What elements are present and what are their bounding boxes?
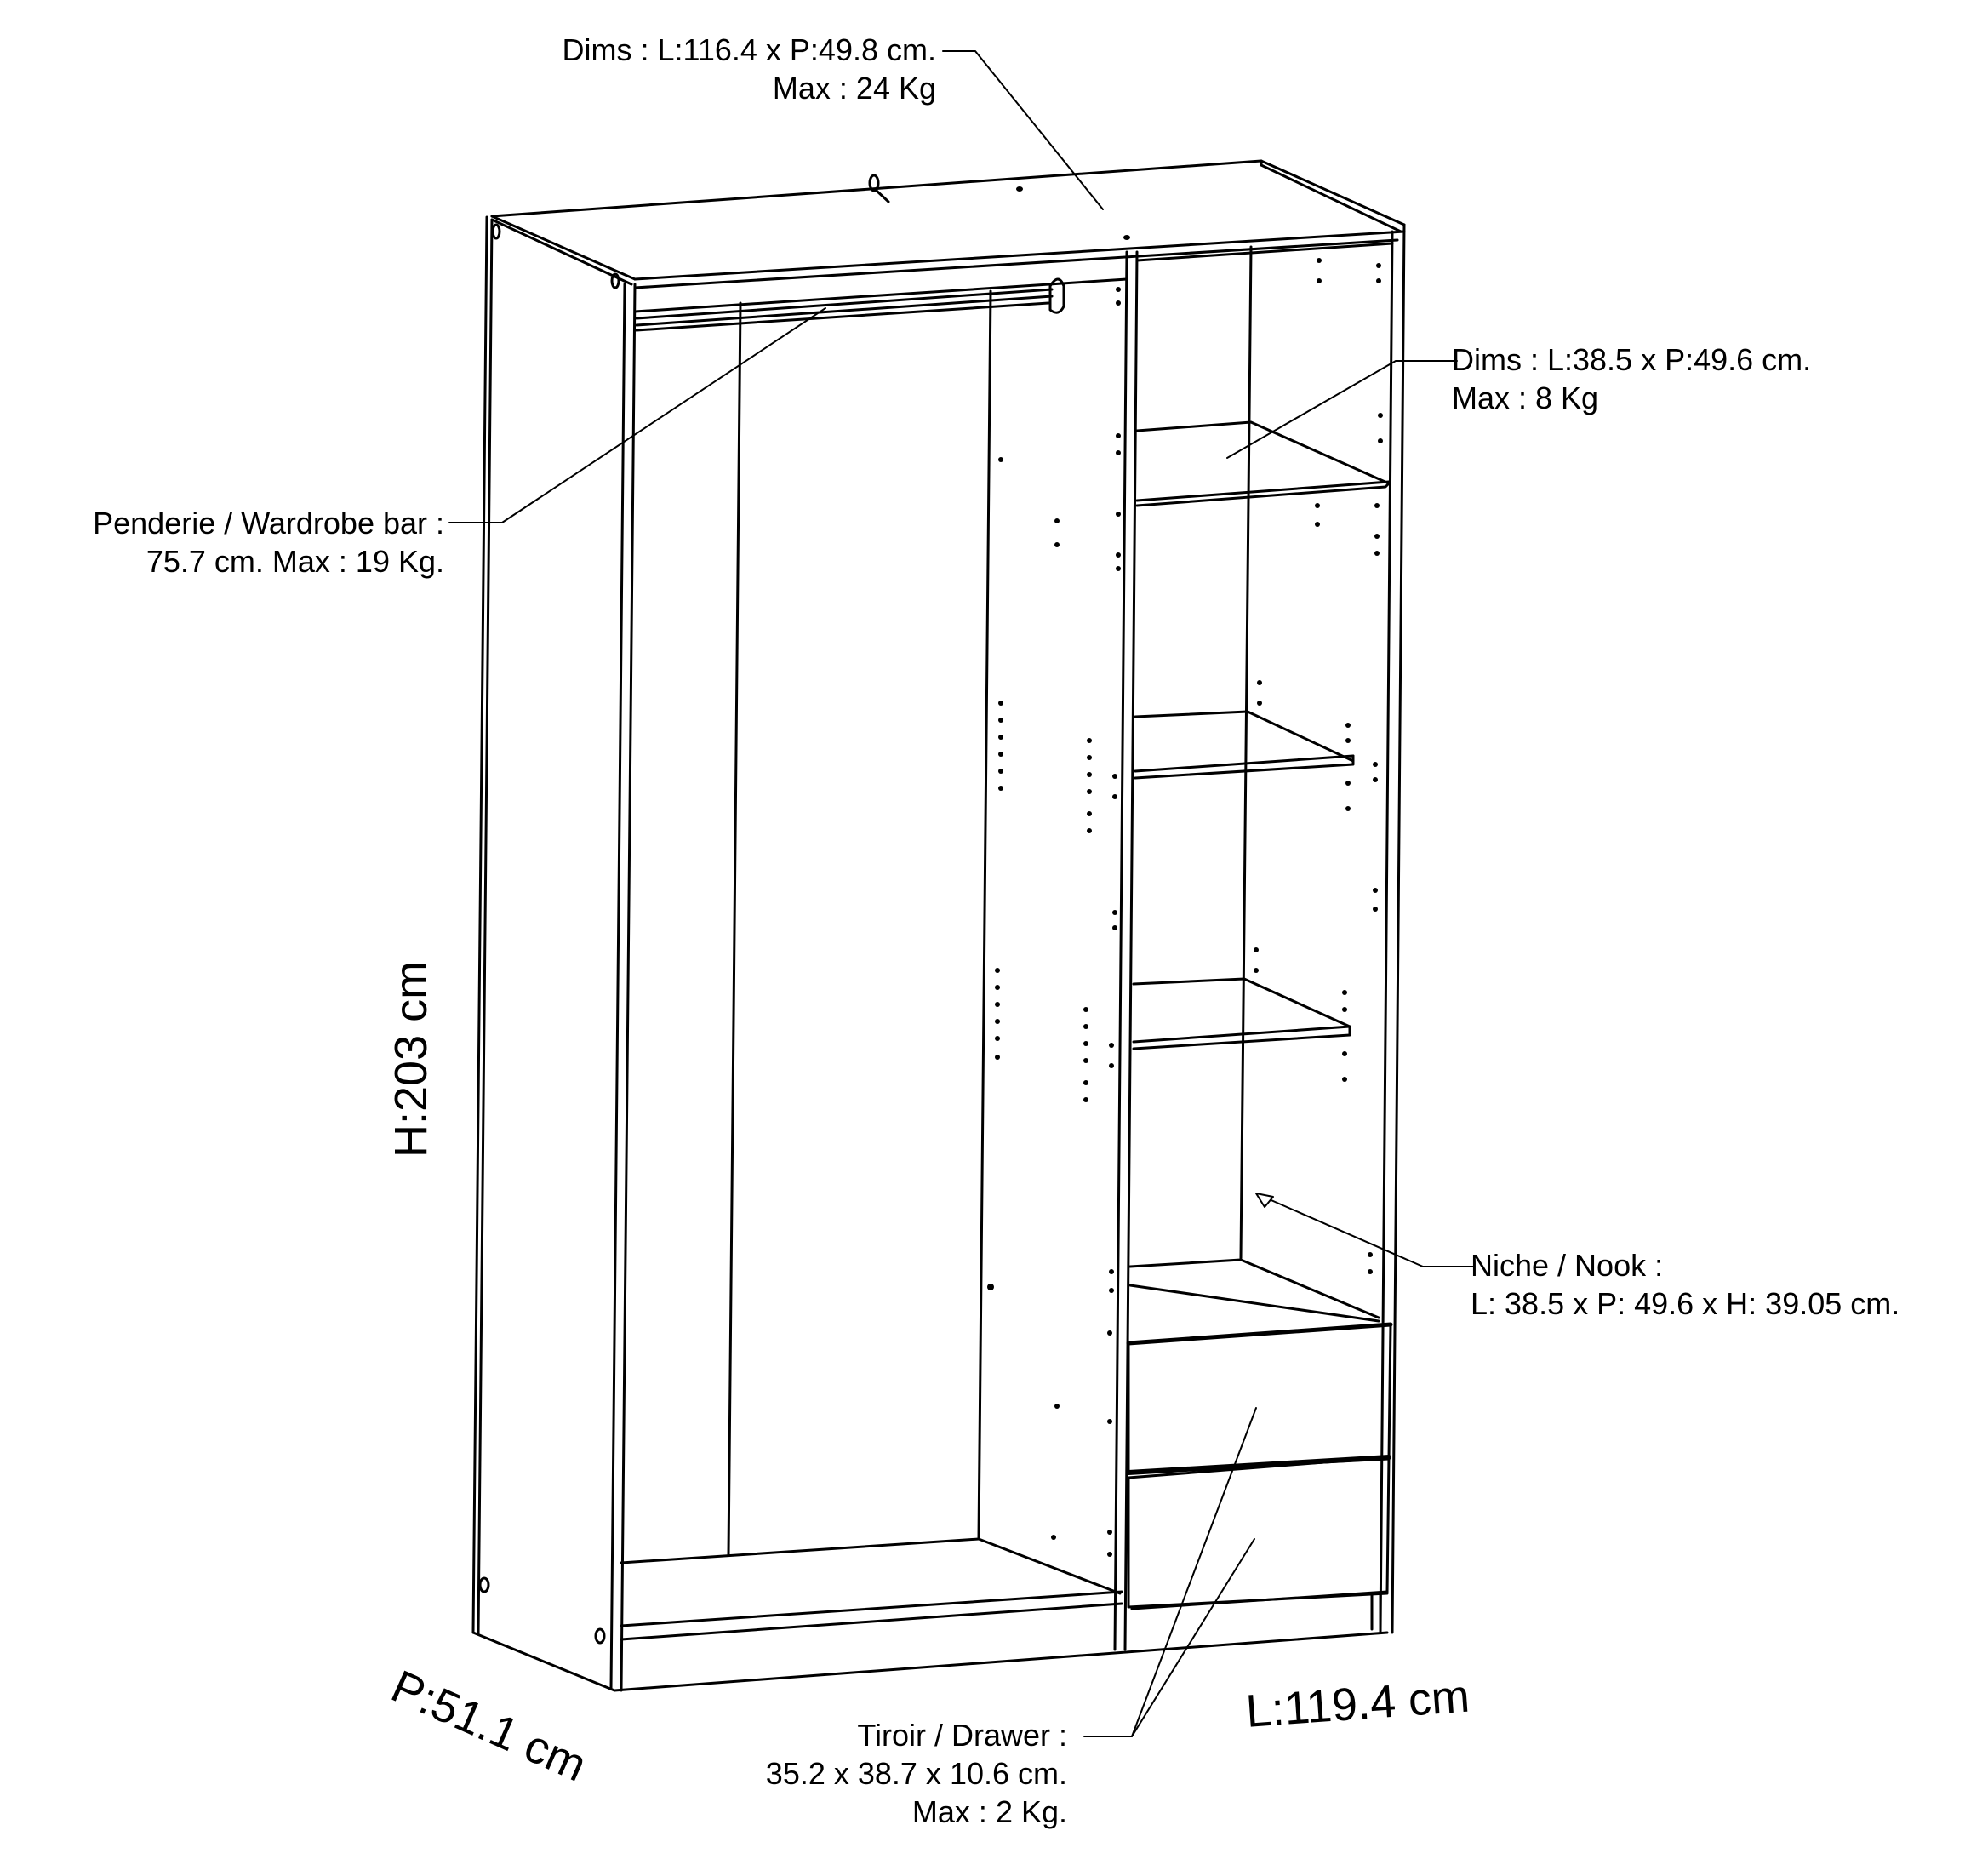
- left-side-panel: [471, 215, 637, 1692]
- leader-niche: [1259, 1194, 1475, 1267]
- leader-wardrobe-bar: [448, 307, 826, 523]
- callout-bar-line2: 75.7 cm. Max : 19 Kg.: [146, 544, 444, 579]
- leader-drawer-2: [1131, 1538, 1255, 1737]
- callout-drawer: Tiroir / Drawer : 35.2 x 38.7 x 10.6 cm.…: [698, 1716, 1067, 1831]
- leader-top: [942, 50, 1104, 210]
- callout-wardrobe-bar: Penderie / Wardrobe bar : 75.7 cm. Max :…: [26, 504, 444, 581]
- leader-drawer-1: [1083, 1407, 1257, 1737]
- shelf-pin-holes: [987, 258, 1383, 1557]
- callout-shelf-line2: Max : 8 Kg: [1452, 380, 1599, 415]
- callout-top-line2: Max : 24 Kg: [772, 71, 936, 106]
- callout-top-panel: Dims : L:116.4 x P:49.8 cm. Max : 24 Kg: [494, 31, 936, 107]
- right-side-panel: [1135, 223, 1406, 1634]
- callout-drawer-line1: Tiroir / Drawer :: [857, 1718, 1067, 1753]
- niche-arrow-icon: [1255, 1193, 1274, 1208]
- leader-lines: [448, 50, 1475, 1737]
- callout-niche-line2: L: 38.5 x P: 49.6 x H: 39.05 cm.: [1471, 1286, 1900, 1321]
- height-dimension: H:203 cm: [386, 960, 437, 1158]
- callout-shelf-line1: Dims : L:38.5 x P:49.6 cm.: [1452, 342, 1812, 377]
- callout-top-line1: Dims : L:116.4 x P:49.8 cm.: [562, 32, 936, 67]
- bottom-panel: [613, 1537, 1389, 1692]
- wall-bracket-icon: [868, 174, 890, 203]
- callout-niche: Niche / Nook : L: 38.5 x P: 49.6 x H: 39…: [1471, 1246, 1899, 1323]
- callout-shelf: Dims : L:38.5 x P:49.6 cm. Max : 8 Kg: [1452, 340, 1811, 417]
- callout-bar-line1: Penderie / Wardrobe bar :: [93, 506, 444, 541]
- callout-drawer-line2: 35.2 x 38.7 x 10.6 cm.: [765, 1756, 1067, 1791]
- callout-drawer-line3: Max : 2 Kg.: [911, 1794, 1067, 1829]
- top-panel: [490, 159, 1406, 289]
- leader-shelf: [1226, 360, 1458, 459]
- wardrobe-bar: [635, 277, 1065, 332]
- drawers: [1126, 1322, 1393, 1631]
- back-panel: [633, 277, 1128, 1556]
- shelves: [1128, 420, 1391, 1323]
- callout-niche-line1: Niche / Nook :: [1471, 1248, 1664, 1283]
- center-divider: [1113, 250, 1139, 1651]
